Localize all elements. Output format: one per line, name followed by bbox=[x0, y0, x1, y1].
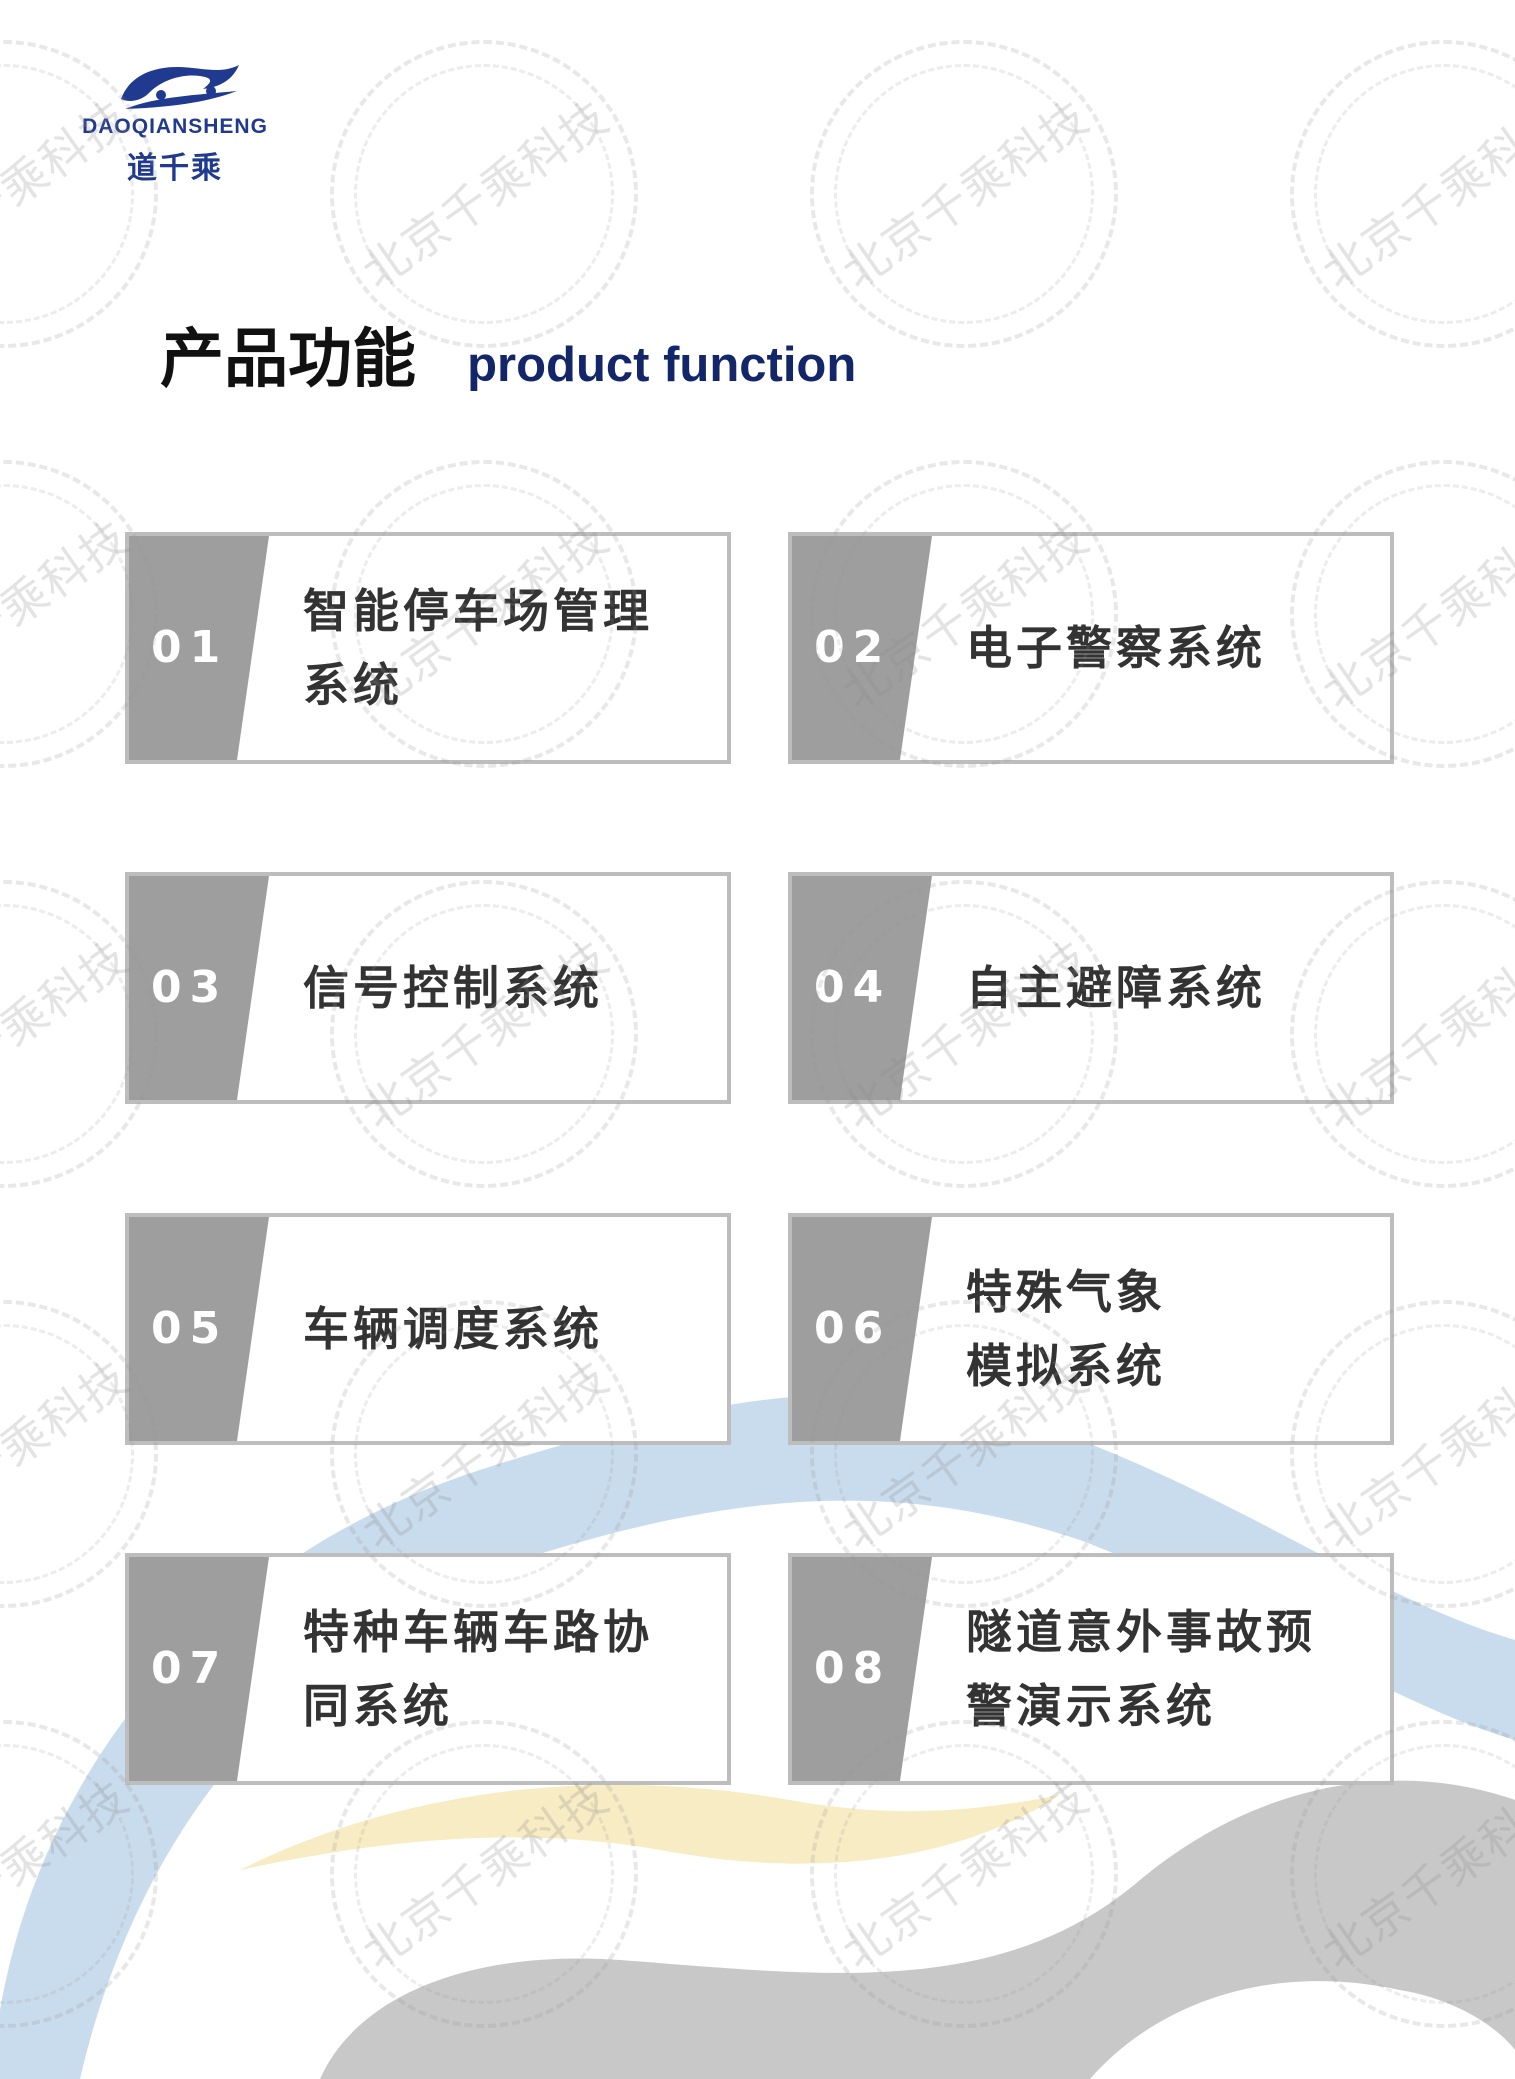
card-label-line: 同系统 bbox=[303, 1679, 453, 1733]
brand-logo: DAOQIANSHENG 道千乘 bbox=[75, 55, 275, 186]
card-label-line: 特种车辆车路协 bbox=[303, 1605, 653, 1659]
brand-name-chinese: 道千乘 bbox=[127, 151, 223, 186]
brand-name-english: DAOQIANSHENG bbox=[82, 115, 268, 138]
function-card: 04 自主避障系统 bbox=[788, 872, 1394, 1104]
card-label-line: 车辆调度系统 bbox=[303, 1302, 603, 1356]
card-label: 车辆调度系统 bbox=[303, 1217, 697, 1441]
card-label-line: 智能停车场管理 bbox=[303, 584, 653, 638]
page-title-english: product function bbox=[467, 338, 857, 392]
card-number: 05 bbox=[151, 1303, 229, 1354]
card-number: 01 bbox=[151, 622, 229, 673]
card-label-line: 警演示系统 bbox=[966, 1679, 1216, 1733]
card-label-line: 模拟系统 bbox=[966, 1339, 1166, 1393]
card-label: 隧道意外事故预警演示系统 bbox=[966, 1557, 1360, 1781]
card-label: 特种车辆车路协同系统 bbox=[303, 1557, 697, 1781]
card-label: 电子警察系统 bbox=[966, 536, 1360, 760]
card-label: 智能停车场管理系统 bbox=[303, 536, 697, 760]
page-title: 产品功能 product function bbox=[160, 308, 856, 400]
function-card: 07 特种车辆车路协同系统 bbox=[125, 1553, 731, 1785]
function-card: 01 智能停车场管理系统 bbox=[125, 532, 731, 764]
card-number: 08 bbox=[814, 1643, 892, 1694]
function-card: 02 电子警察系统 bbox=[788, 532, 1394, 764]
function-card: 05 车辆调度系统 bbox=[125, 1213, 731, 1445]
card-label-line: 信号控制系统 bbox=[303, 961, 603, 1015]
card-label: 信号控制系统 bbox=[303, 876, 697, 1100]
card-label-line: 隧道意外事故预 bbox=[966, 1605, 1316, 1659]
card-label-line: 自主避障系统 bbox=[966, 961, 1266, 1015]
card-label-line: 系统 bbox=[303, 658, 403, 712]
card-number: 04 bbox=[814, 962, 892, 1013]
white-wave-cut bbox=[1090, 1981, 1515, 2079]
card-number: 03 bbox=[151, 962, 229, 1013]
card-label: 特殊气象模拟系统 bbox=[966, 1217, 1360, 1441]
card-label-line: 电子警察系统 bbox=[966, 621, 1266, 675]
page-title-chinese: 产品功能 bbox=[160, 323, 416, 397]
card-label: 自主避障系统 bbox=[966, 876, 1360, 1100]
function-card: 03 信号控制系统 bbox=[125, 872, 731, 1104]
card-label-line: 特殊气象 bbox=[966, 1265, 1166, 1319]
function-card: 06 特殊气象模拟系统 bbox=[788, 1213, 1394, 1445]
card-number: 02 bbox=[814, 622, 892, 673]
function-card: 08 隧道意外事故预警演示系统 bbox=[788, 1553, 1394, 1785]
car-swoosh-icon bbox=[121, 65, 239, 109]
card-number: 06 bbox=[814, 1303, 892, 1354]
yellow-wave bbox=[240, 1784, 1060, 1870]
card-number: 07 bbox=[151, 1643, 229, 1694]
